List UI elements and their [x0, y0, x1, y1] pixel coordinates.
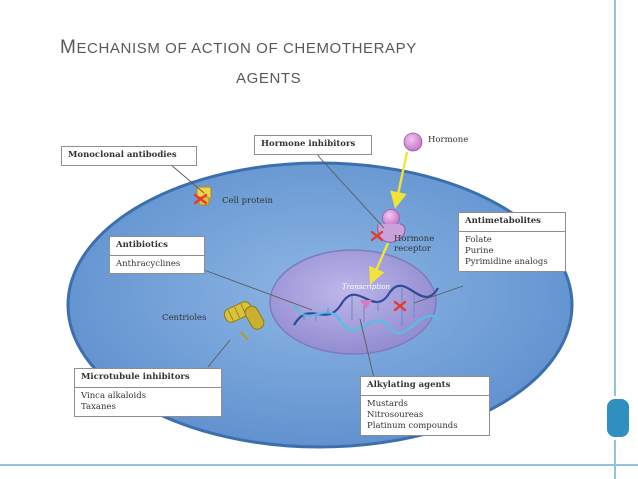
monoclonal-antibodies-box: Monoclonal antibodies [61, 146, 197, 166]
alkylating-item: Platinum compounds [367, 421, 458, 431]
microtubule-item: Taxanes [81, 402, 116, 412]
antimetabolites-box: Antimetabolites Folate Purine Pyrimidine… [458, 212, 566, 272]
nucleus [269, 249, 437, 355]
inhibition-marks [193, 193, 407, 312]
transcription-label: Transcription [342, 283, 391, 291]
antimetabolites-heading: Antimetabolites [459, 213, 565, 232]
antibiotics-heading: Antibiotics [110, 237, 204, 256]
alkylating-agents-box: Alkylating agents Mustards Nitrosoureas … [360, 376, 490, 436]
hormone-receptor-label-2: receptor [394, 244, 431, 254]
alkylating-item: Nitrosoureas [367, 410, 424, 420]
antimetabolite-item: Pyrimidine analogs [465, 257, 548, 267]
inhibit-mark-antimetabolites [393, 300, 407, 312]
hormone-inhibitors-heading: Hormone inhibitors [261, 139, 356, 149]
leader-lines [169, 148, 464, 379]
dna-helix [293, 284, 439, 335]
inhibit-mark-monoclonal [193, 193, 208, 205]
slide-right-rule [614, 0, 616, 479]
slide-title-line-1: MECHANISM OF ACTION OF CHEMOTHERAPY [60, 37, 417, 59]
hormone-inhibitors-box: Hormone inhibitors [254, 135, 372, 155]
alkylating-agents-heading: Alkylating agents [361, 377, 489, 396]
antimetabolite-item: Folate [465, 235, 492, 245]
antibiotics-box: Antibiotics Anthracyclines [109, 236, 205, 274]
hormone-label: Hormone [428, 135, 469, 145]
title-rest: ECHANISM OF ACTION OF CHEMOTHERAPY [76, 40, 417, 57]
centrioles-icon [223, 301, 265, 341]
slide-title-line-2: AGENTS [236, 70, 302, 87]
alkylating-item: Mustards [367, 399, 408, 409]
mechanism-figure: Cell protein Hormone Hormone receptor Tr… [58, 120, 590, 450]
hormone-bound [382, 209, 400, 227]
microtubule-inhibitors-heading: Microtubule inhibitors [75, 369, 221, 388]
inhibit-mark-hormone [370, 230, 384, 242]
transcription-signal-arrow [369, 242, 390, 285]
microtubule-item: Vinca alkaloids [81, 391, 147, 401]
antibiotic-item: Anthracyclines [116, 259, 181, 269]
hormone-outside [403, 132, 423, 152]
hormone-entry-arrow [390, 151, 409, 209]
monoclonal-antibodies-heading: Monoclonal antibodies [68, 150, 177, 160]
centrioles-label: Centrioles [162, 313, 207, 323]
slide-tab [604, 396, 632, 440]
transcription-marker [360, 300, 372, 309]
antimetabolite-item: Purine [465, 246, 494, 256]
microtubule-inhibitors-box: Microtubule inhibitors Vinca alkaloids T… [74, 368, 222, 417]
cell-protein-label: Cell protein [222, 196, 273, 206]
slide-bottom-rule [0, 464, 638, 466]
hormone-receptor-label-1: Hormone [394, 234, 435, 244]
title-initial: M [60, 37, 77, 58]
